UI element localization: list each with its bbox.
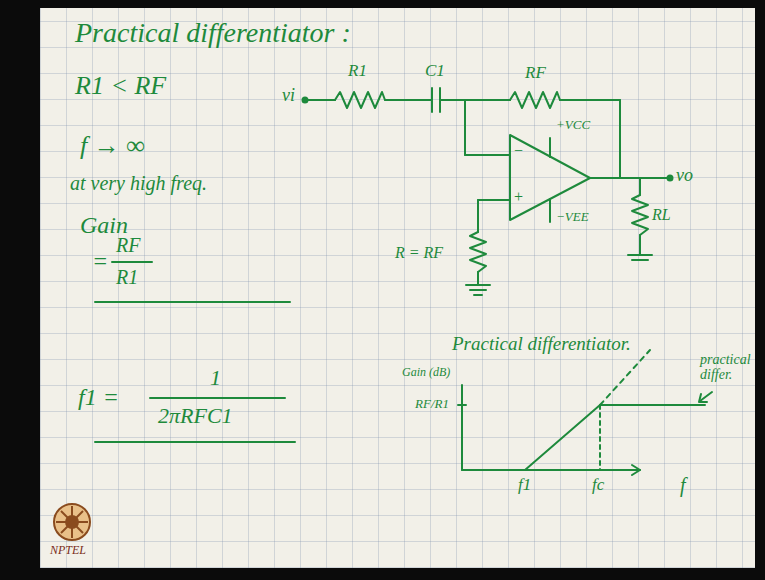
axis-tick-label: RF/R1 [415, 397, 449, 411]
pin-sign: + [513, 188, 524, 206]
pin-sign: − [513, 142, 524, 160]
condition-note: R1 < RF [75, 72, 166, 101]
component-label: RF [525, 64, 546, 83]
limit-note: f → ∞ [80, 132, 145, 161]
watermark: NPTEL [50, 544, 86, 557]
supply-label: +VCC [556, 118, 590, 132]
formula-label: f1 = [78, 384, 119, 410]
fraction-numerator: 1 [210, 366, 221, 390]
axis-tick-label: f1 [518, 476, 531, 495]
fraction-denominator: 2πRFC1 [158, 404, 233, 428]
axis-tick-label: fc [592, 476, 604, 495]
nptel-logo [54, 504, 90, 540]
equals-sign: = [92, 248, 108, 274]
supply-label: −VEE [556, 210, 589, 224]
signal-name: vo [676, 166, 693, 186]
component-label: RL [652, 206, 671, 224]
fraction-numerator: RF [116, 234, 140, 256]
frequency-note: at very high freq. [70, 172, 207, 194]
component-label: R1 [348, 62, 367, 81]
component-label: R = RF [395, 244, 443, 262]
component-label: C1 [425, 62, 445, 81]
fraction-denominator: R1 [116, 266, 138, 288]
slide-title: Practical differentiator : [75, 18, 351, 49]
signal-name: vi [282, 86, 295, 106]
axis-label: f [680, 474, 686, 496]
axis-label: Gain (dB) [402, 366, 450, 379]
curve-callout: practical differ. [700, 352, 752, 383]
plot-title: Practical differentiator. [452, 334, 631, 355]
